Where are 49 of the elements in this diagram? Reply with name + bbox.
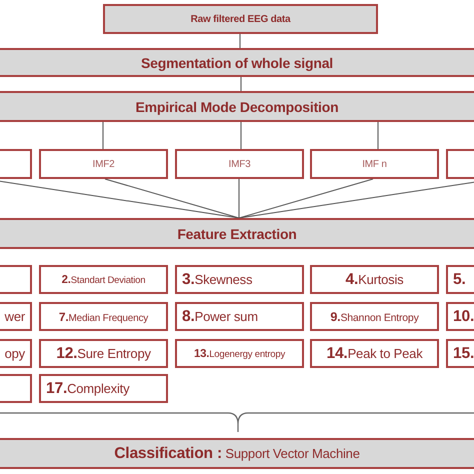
box-label: 10. xyxy=(453,308,474,326)
box-label: 2.Standart Deviation xyxy=(62,274,146,286)
process-band xyxy=(0,91,474,122)
process-box xyxy=(39,339,168,368)
box-label: Classification : Support Vector Machine xyxy=(114,444,360,462)
box-label: 12.Sure Entropy xyxy=(56,344,151,362)
box-label: 13.Logenergy entropy xyxy=(194,348,286,360)
box-label: 17.Complexity xyxy=(46,380,130,398)
box-label: Raw filtered EEG data xyxy=(190,14,290,24)
box-label: 8.Power sum xyxy=(182,308,258,326)
process-box xyxy=(175,339,304,368)
box-label: Empirical Mode Decomposition xyxy=(136,98,338,114)
process-box xyxy=(39,302,168,331)
connector-line xyxy=(238,178,374,218)
connector-line xyxy=(240,122,242,150)
process-box xyxy=(310,302,439,331)
process-box xyxy=(103,4,378,34)
process-box xyxy=(175,149,304,179)
process-band xyxy=(0,48,474,77)
box-label: 7.Median Frequency xyxy=(58,310,148,324)
connector-line xyxy=(240,76,242,92)
box-label: Feature Extraction xyxy=(177,226,297,242)
box-label: IMF3 xyxy=(228,158,250,170)
process-box xyxy=(310,149,439,179)
connector-line xyxy=(104,178,240,218)
process-box xyxy=(39,374,168,403)
box-label: opy xyxy=(4,346,25,361)
process-band xyxy=(0,438,474,469)
box-label: 14.Peak to Peak xyxy=(326,344,422,362)
process-box xyxy=(175,265,304,294)
box-label: 4.Kurtosis xyxy=(346,270,404,288)
box-label: 5. xyxy=(453,270,466,288)
process-box xyxy=(39,265,168,294)
connector-line xyxy=(238,178,240,218)
process-box xyxy=(310,339,439,368)
box-label: 15. xyxy=(453,344,474,362)
box-label: Segmentation of whole signal xyxy=(141,54,333,70)
process-box xyxy=(39,149,168,179)
box-label: wer xyxy=(4,309,25,324)
box-label: 9.Shannon Entropy xyxy=(330,310,419,324)
box-label: IMF2 xyxy=(92,158,114,170)
process-band xyxy=(0,218,474,249)
connector-line xyxy=(238,178,474,218)
box-label: 3.Skewness xyxy=(182,270,252,288)
connector-line xyxy=(0,178,240,218)
process-box xyxy=(310,265,439,294)
connector-line xyxy=(102,122,104,150)
process-box xyxy=(175,302,304,331)
box-label: IMF n xyxy=(362,158,387,170)
